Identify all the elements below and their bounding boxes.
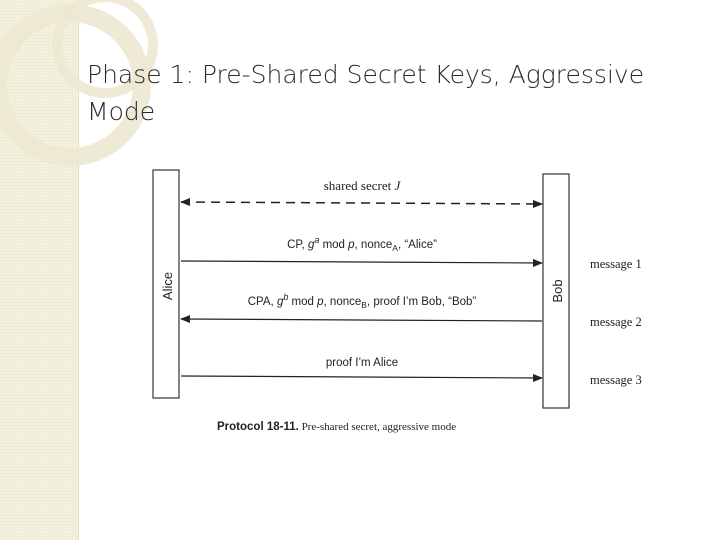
- message-1-side-label: message 1: [590, 257, 642, 271]
- message-2-label: CPA, gb mod p, nonceB, proof I’m Bob, “B…: [248, 292, 477, 310]
- message-3-arrow: [180, 373, 543, 382]
- shared-secret-label: shared secret J: [324, 178, 402, 193]
- alice-lifeline: [152, 169, 180, 399]
- message-1-arrow: [180, 258, 543, 267]
- decorative-ring-small: [52, 0, 158, 98]
- bob-lifeline: [542, 173, 570, 409]
- message-2-arrow: [180, 315, 543, 324]
- left-decorative-band: [0, 0, 79, 540]
- message-2-side-label: message 2: [590, 315, 642, 329]
- bob-label: Bob: [550, 279, 565, 302]
- message-3-label: proof I’m Alice: [326, 357, 398, 369]
- shared-secret-arrow: [180, 198, 543, 208]
- alice-label: Alice: [160, 272, 175, 300]
- slide-title: Phase 1: Pre-Shared Secret Keys, Aggress…: [87, 60, 645, 126]
- figure-caption: Protocol 18-11. Pre-shared secret, aggre…: [217, 421, 456, 433]
- message-1-label: CP, ga mod p, nonceA, “Alice”: [287, 235, 437, 253]
- decorative-circles: [0, 0, 158, 166]
- message-3-side-label: message 3: [590, 373, 642, 387]
